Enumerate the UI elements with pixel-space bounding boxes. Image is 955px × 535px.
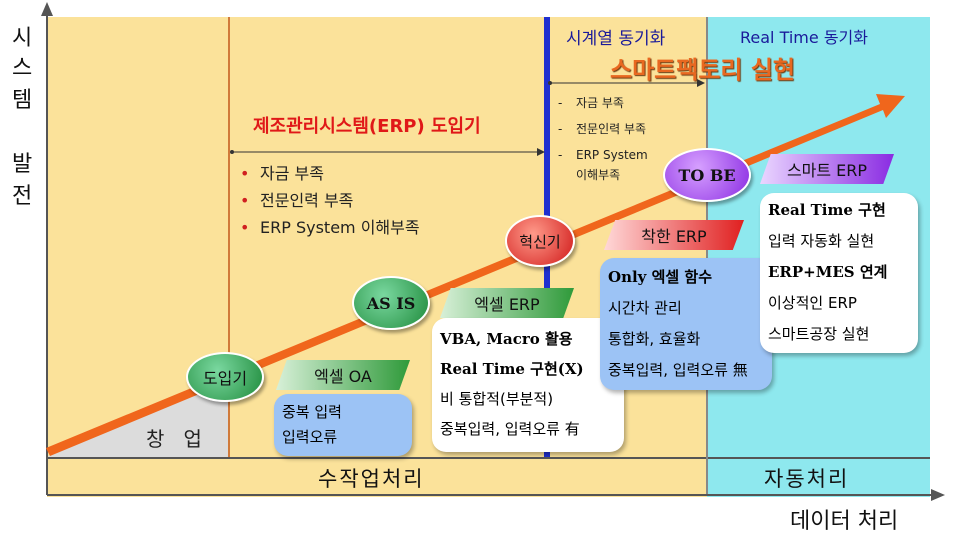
auto-bar	[707, 457, 930, 497]
list-item: 전문인력 부족	[240, 187, 420, 214]
tag-label: 착한 ERP	[641, 227, 707, 246]
box-line: 입력 자동화 실현	[768, 232, 875, 250]
stage-label: 도입기	[202, 369, 248, 388]
startup-label: 창 업	[146, 427, 202, 451]
box-line: 스마트공장 실현	[768, 325, 870, 343]
timeseries-sync-title: 시계열 동기화	[566, 29, 666, 49]
box-line: 이상적인 ERP	[768, 294, 857, 312]
smart-factory-title: 스마트팩토리 실현	[610, 56, 795, 84]
box-line: Real Time 구현	[768, 201, 886, 219]
y-axis-label-char: 템	[12, 88, 33, 113]
y-axis-label-char: 스	[12, 56, 33, 81]
stage-intro: 도입기	[186, 352, 264, 402]
box-line: 비 통합적(부분적)	[440, 390, 554, 408]
box-line: 중복 입력	[282, 403, 342, 421]
manual-bar	[47, 457, 707, 497]
y-axis-label-char: 발	[12, 152, 33, 177]
y-axis-label-char: 시	[12, 26, 33, 51]
x-axis-label: 데이터 처리	[790, 509, 899, 534]
tag-excel-erp: 엑셀 ERP	[440, 288, 574, 318]
auto-label: 자동처리	[764, 467, 850, 491]
box-excel-erp: VBA, Macro 활용 Real Time 구현(X) 비 통합적(부분적)…	[432, 318, 624, 452]
box-line: Real Time 구현(X)	[440, 360, 584, 378]
y-axis-label-char: 전	[12, 184, 33, 209]
box-smart-erp: Real Time 구현 입력 자동화 실현 ERP+MES 연계 이상적인 E…	[760, 193, 918, 353]
tag-label: 스마트 ERP	[786, 161, 868, 180]
tag-good-erp: 착한 ERP	[604, 220, 744, 250]
box-good-erp: Only 엑셀 함수 시간차 관리 통합화, 효율화 중복입력, 입력오류 無	[600, 258, 772, 390]
tag-label: 엑셀 OA	[314, 367, 372, 386]
box-line: 중복입력, 입력오류 無	[608, 361, 748, 379]
issue-line: ERP System	[576, 148, 648, 162]
stage-label: 혁신기	[519, 232, 561, 251]
erp-intro-title: 제조관리시스템(ERP) 도입기	[253, 116, 481, 137]
box-line: 시간차 관리	[608, 299, 682, 317]
box-excel-oa: 중복 입력 입력오류	[274, 394, 412, 456]
stage-as-is: AS IS	[352, 276, 430, 330]
tag-excel-oa: 엑셀 OA	[276, 360, 410, 390]
box-line: 입력오류	[282, 428, 338, 446]
erp-intro-issues: 자금 부족 전문인력 부족 ERP System 이해부족	[240, 160, 420, 241]
realtime-divider	[706, 17, 708, 495]
stage-label: TO BE	[678, 165, 736, 185]
box-line: 중복입력, 입력오류 有	[440, 420, 580, 438]
stage-label: AS IS	[366, 293, 416, 313]
box-line: 통합화, 효율화	[608, 330, 701, 348]
list-item: ERP System 이해부족	[558, 142, 648, 185]
list-item: ERP System 이해부족	[240, 214, 420, 241]
box-line: Only 엑셀 함수	[608, 268, 713, 286]
intro-divider	[228, 17, 230, 457]
tag-label: 엑셀 ERP	[474, 295, 540, 314]
list-item: 자금 부족	[558, 90, 648, 116]
issue-line: 이해부족	[576, 168, 621, 182]
manual-label: 수작업처리	[318, 467, 425, 491]
list-item: 자금 부족	[240, 160, 420, 187]
stage-to-be: TO BE	[663, 148, 751, 202]
list-item: 전문인력 부족	[558, 116, 648, 142]
box-line: ERP+MES 연계	[768, 263, 888, 281]
box-line: VBA, Macro 활용	[440, 330, 573, 348]
innovation-issues: 자금 부족 전문인력 부족 ERP System 이해부족	[558, 90, 648, 185]
tag-smart-erp: 스마트 ERP	[760, 154, 894, 184]
stage-innovation: 혁신기	[505, 215, 575, 267]
realtime-sync-title: Real Time 동기화	[740, 28, 868, 47]
